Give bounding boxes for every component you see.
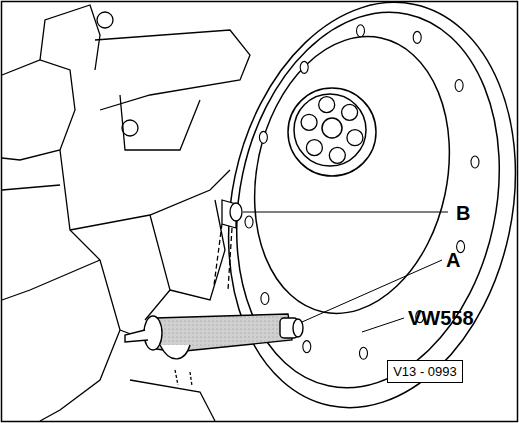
engine-block <box>2 5 250 421</box>
rim-holes <box>245 25 479 359</box>
figure-code: V13 - 0993 <box>393 364 457 379</box>
figure-code-box: V13 - 0993 <box>387 360 463 383</box>
callout-label: A <box>446 250 460 270</box>
counterhold-tool <box>125 314 303 359</box>
callout-label: VW558 <box>408 308 474 328</box>
callout-label: B <box>456 203 470 223</box>
hub-bolts <box>301 97 363 164</box>
flywheel <box>192 0 519 423</box>
bolt-b <box>214 200 242 290</box>
